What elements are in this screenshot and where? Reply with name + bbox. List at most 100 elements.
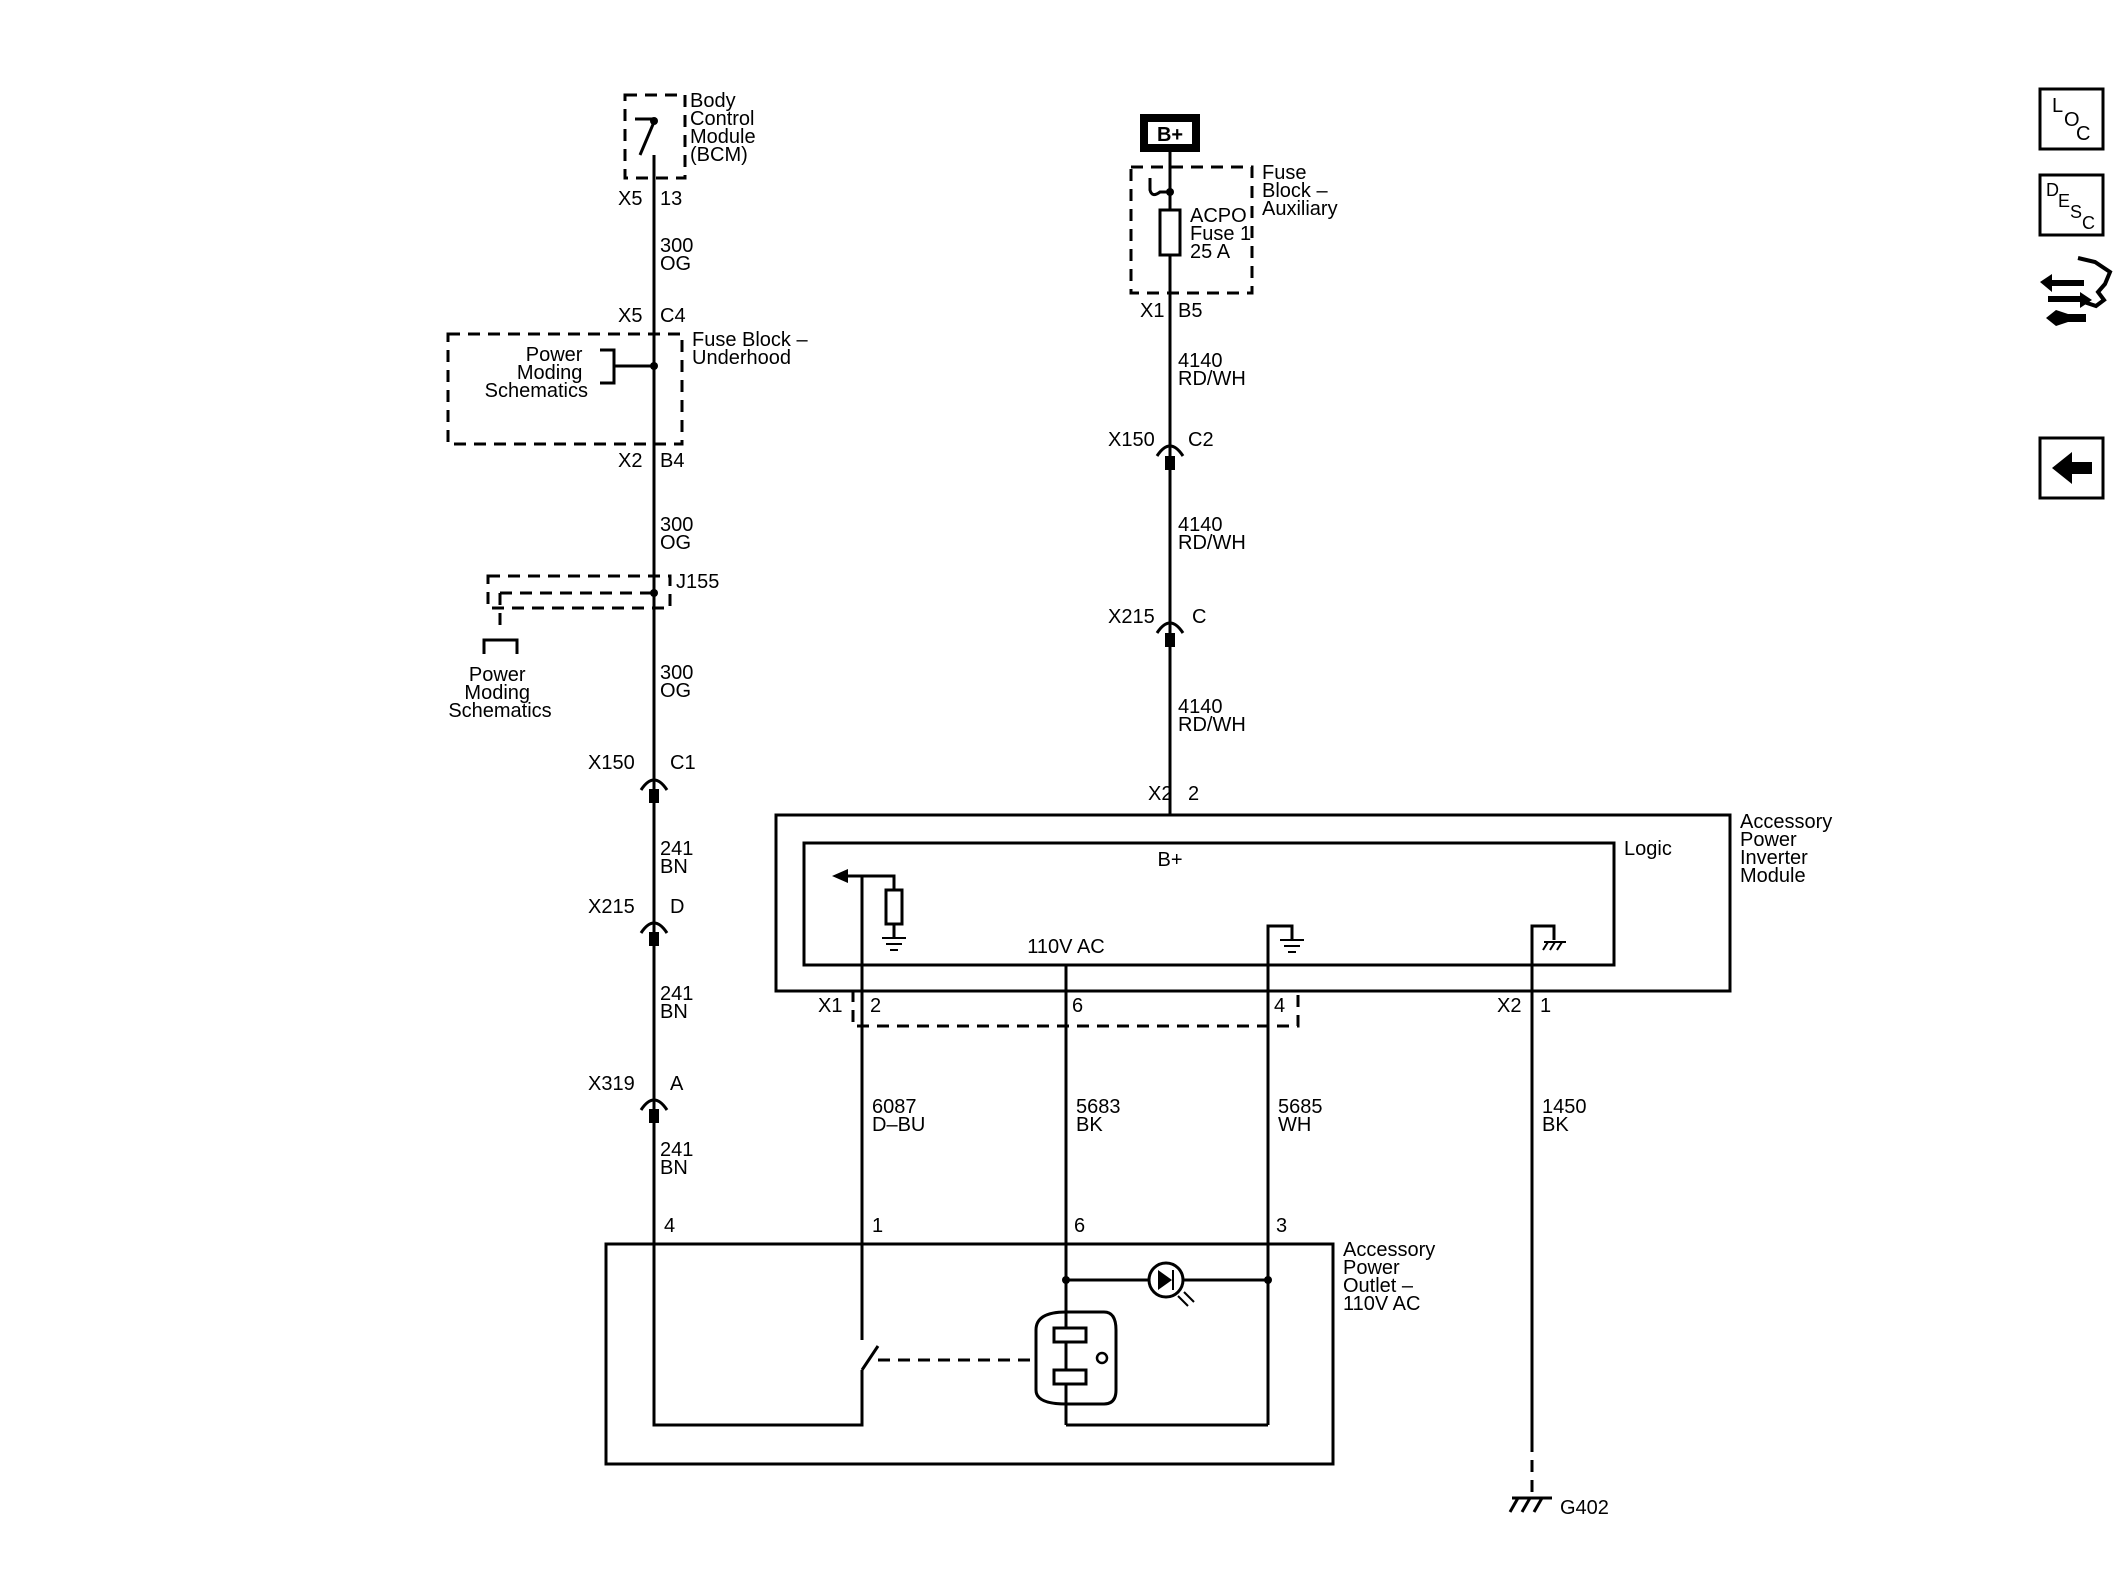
battery-source: B+ [1140,114,1200,152]
ground-icon [1280,939,1304,953]
wire-4140-a-label: 4140 RD/WH [1178,350,1246,390]
wire-5685-label: 5685 WH [1278,1096,1328,1136]
connector-female-icon [639,778,669,791]
svg-text:4: 4 [664,1215,675,1237]
aux-connector: X1 [1140,300,1164,322]
chassis-ground-icon [1508,1496,1552,1513]
fuse-icon [1158,208,1182,257]
logic-label: Logic [1624,838,1672,860]
inline-x150-c1: X150 C1 [588,752,696,803]
svg-text:C2: C2 [1188,429,1214,451]
aux-dashed-box [1129,165,1254,295]
svg-text:L: L [2052,95,2063,117]
connector-male-icon [1165,456,1175,470]
svg-text:X150: X150 [1108,429,1155,451]
connector-female-icon [1155,444,1185,457]
ac-label: 110V AC [1027,936,1104,958]
svg-text:6: 6 [1074,1215,1085,1237]
connector-male-icon [649,932,659,946]
connector-male-icon [649,1109,659,1123]
wire-6087-label: 6087 D–BU [872,1096,925,1136]
underhood-bracket-icon [600,348,654,385]
resistor-arrow-icon [832,869,904,938]
fuse-block-auxiliary: ACPO Fuse 1 25 A Fuse Block – Auxiliary … [1129,162,1338,322]
ground-g402: G402 [1508,1440,1609,1519]
logic-inner-box [802,841,1616,967]
wire-300-b-label: 300 OG [660,514,699,554]
inverter-bplus-label: B+ [1157,849,1182,871]
svg-text:C: C [2076,123,2090,145]
splice-label: J155 [676,571,719,593]
inverter-outer-box [774,813,1732,993]
splice-j155: J155 Power Moding Schematics [448,571,719,722]
svg-text:A: A [670,1073,684,1095]
fuse-block-underhood: X5 C4 Fuse Block – Underhood Power Modin… [446,305,813,472]
wire-241-a-label: 241 BN [660,838,699,878]
aux-name: Fuse Block – Auxiliary [1262,162,1338,220]
wire-4140-c-label: 4140 RD/WH [1178,696,1246,736]
underhood-top-pin: C4 [660,305,686,327]
inverter-top-pin: 2 [1188,783,1199,805]
ground-label: G402 [1560,1497,1609,1519]
underhood-bottom-pin: B4 [660,450,684,472]
underhood-ref-schematics: Power Moding Schematics [485,344,588,402]
inline-x319-a: X319 A [588,1073,684,1123]
wire-5683-label: 5683 BK [1076,1096,1126,1136]
svg-text:1: 1 [1540,995,1551,1017]
svg-text:X215: X215 [1108,606,1155,628]
fuse-clip-icon [1148,178,1170,197]
underhood-name: Fuse Block – Underhood [692,329,813,369]
desc-button[interactable]: D E S C [2038,173,2105,237]
svg-text:X2: X2 [1497,995,1521,1017]
aux-fuse-label: ACPO Fuse 1 25 A [1190,205,1257,263]
svg-text:D: D [2046,180,2059,200]
diagnostic-tool-icon[interactable] [2040,256,2113,326]
underhood-bottom-connector: X2 [618,450,642,472]
left-arrow-icon [2052,452,2092,484]
svg-text:C1: C1 [670,752,696,774]
inline-x150-c2: X150 C2 [1108,429,1214,470]
inverter-module: X2 2 Logic Accessory Power Inverter Modu… [774,783,1838,1028]
svg-text:X319: X319 [588,1073,635,1095]
connector-female-icon [639,1098,669,1111]
splice-dashed-box [486,574,672,610]
aux-pin: B5 [1178,300,1202,322]
inverter-top-connector: X2 [1148,783,1172,805]
outlet-outer-box [604,1242,1335,1466]
receptacle-icon [1034,1310,1118,1406]
wire-4140-b-label: 4140 RD/WH [1178,514,1246,554]
svg-text:O: O [2064,109,2080,131]
inline-x215-d: X215 D [588,896,684,946]
wire-1450-label: 1450 BK [1542,1096,1592,1136]
svg-text:C: C [1192,606,1206,628]
outlet-name: Accessory Power Outlet – 110V AC [1343,1239,1441,1315]
back-button[interactable] [2038,436,2105,500]
splice-bracket-icon [482,638,519,654]
battery-label: B+ [1157,124,1183,146]
underhood-top-connector: X5 [618,305,642,327]
power-outlet: 4 1 6 3 Accessory Power Outlet – 110V AC [604,1215,1441,1466]
svg-text:4: 4 [1274,995,1285,1017]
inverter-name: Accessory Power Inverter Module [1740,811,1838,887]
underhood-dashed-box [446,332,684,446]
connector-male-icon [649,789,659,803]
chassis-ground-icon [1542,941,1566,951]
svg-text:2: 2 [870,995,881,1017]
bcm-connector-label: X5 [618,188,642,210]
indicator-led-icon [1147,1261,1195,1307]
svg-text:D: D [670,896,684,918]
connector-male-icon [1165,633,1175,647]
wire-241-b-label: 241 BN [660,983,699,1023]
svg-text:X215: X215 [588,896,635,918]
switch-icon [860,1345,880,1371]
connector-female-icon [1155,621,1185,634]
svg-text:S: S [2070,202,2082,222]
bcm-pin-label: 13 [660,188,682,210]
bcm-switch-icon [635,117,658,178]
wire-300-a-label: 300 OG [660,235,699,275]
bcm-name: Body Control Module (BCM) [690,90,761,166]
bcm-component: Body Control Module (BCM) X5 13 [618,90,761,210]
inline-x215-c: X215 C [1108,606,1206,647]
loc-button[interactable]: L O C [2038,87,2105,151]
svg-text:6: 6 [1072,995,1083,1017]
